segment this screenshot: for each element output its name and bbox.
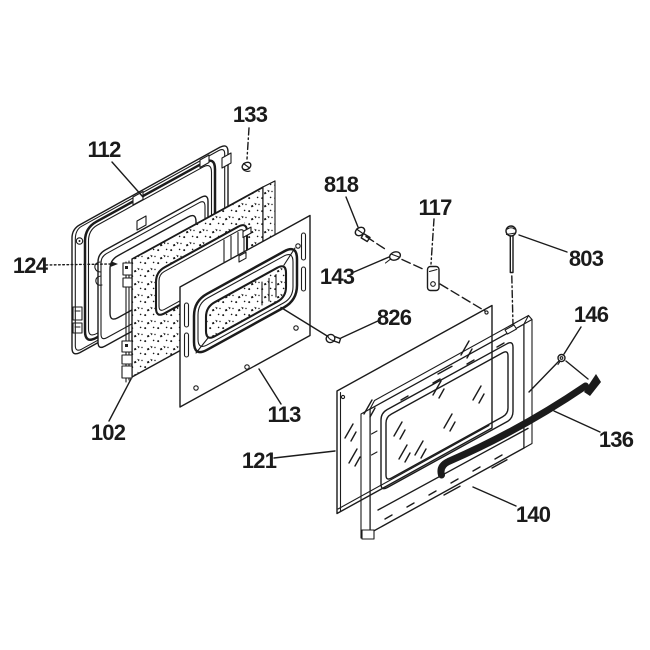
leader-136 bbox=[553, 410, 601, 433]
corner-screw-hole bbox=[75, 237, 84, 245]
glass-reflections bbox=[344, 340, 473, 467]
frame-window-bezel bbox=[380, 342, 514, 490]
frame-window-opening bbox=[385, 351, 509, 480]
part-label-102: 102 bbox=[91, 420, 126, 445]
glass-edge-thickness bbox=[337, 391, 490, 513]
handle-screw-boss bbox=[504, 324, 518, 335]
panel-113-bezel-inner bbox=[197, 254, 294, 347]
frame-bottom-rail-ticks bbox=[384, 454, 503, 520]
part-label-143: 143 bbox=[320, 264, 355, 289]
frame-left-side bbox=[360, 408, 371, 539]
part-label-117: 117 bbox=[418, 195, 452, 220]
part-label-818: 818 bbox=[324, 172, 359, 197]
frame-bumper-pads bbox=[443, 459, 508, 496]
leader-124-arrow bbox=[111, 261, 118, 267]
gasket-clip bbox=[95, 275, 103, 286]
nut-146 bbox=[557, 353, 566, 366]
panel-113-window-bezel bbox=[192, 247, 299, 354]
frame-left-rail-ticks bbox=[370, 430, 378, 456]
axis-117 bbox=[430, 218, 435, 265]
inner-liner-panel-113 bbox=[179, 214, 311, 408]
glass-retainer-117 bbox=[426, 265, 440, 292]
part-label-803: 803 bbox=[569, 246, 604, 271]
screw-818 bbox=[354, 226, 371, 243]
screw-803-axis bbox=[511, 275, 514, 326]
part-labels: 112 133 124 102 113 818 143 117 826 803 … bbox=[13, 102, 635, 527]
panel-113-holes bbox=[193, 226, 301, 391]
part-label-826: 826 bbox=[377, 305, 412, 330]
part-label-112: 112 bbox=[87, 137, 121, 162]
leader-113 bbox=[258, 368, 282, 405]
hardware bbox=[241, 161, 566, 366]
frame-top-pad bbox=[437, 365, 453, 375]
leader-143 bbox=[353, 256, 390, 273]
corner-screw-hole-dot bbox=[78, 240, 81, 242]
panel-113-opening-texture bbox=[261, 274, 277, 306]
part-label-124: 124 bbox=[13, 253, 49, 278]
screw-803 bbox=[505, 225, 517, 326]
panel-102-window-texture bbox=[223, 231, 239, 263]
leader-140 bbox=[472, 486, 517, 507]
frame-corner-edge bbox=[527, 314, 533, 321]
frame-corner-cap bbox=[361, 529, 375, 540]
part-label-146: 146 bbox=[574, 302, 609, 327]
screw-826 bbox=[325, 333, 342, 344]
leader-124 bbox=[45, 263, 112, 266]
clip-143 bbox=[384, 251, 402, 264]
glass-outline bbox=[336, 304, 493, 515]
leader-121 bbox=[273, 450, 336, 459]
part-label-121: 121 bbox=[242, 448, 277, 473]
leader-102 bbox=[108, 378, 132, 422]
handle-end-cap bbox=[584, 374, 601, 396]
leader-112 bbox=[111, 161, 144, 198]
frame-top-rail-ticks bbox=[400, 342, 505, 401]
panel-113-opening-speckle bbox=[206, 266, 286, 338]
glass-corner-hole bbox=[340, 394, 346, 400]
frame-right-side bbox=[523, 318, 533, 449]
glass-corner-hole bbox=[484, 310, 489, 315]
panel-113-bezel-diagonals bbox=[195, 247, 296, 354]
frame-bottom-step bbox=[377, 427, 529, 511]
leader-803 bbox=[518, 234, 568, 253]
gasket-clip bbox=[94, 261, 102, 273]
leader-lines bbox=[45, 127, 601, 507]
leader-826-to-bezel bbox=[280, 306, 329, 338]
axis-146 bbox=[528, 360, 589, 393]
inner-door-frame-140 bbox=[360, 314, 533, 540]
assembly-axis bbox=[365, 235, 486, 312]
frame-glass-reflections bbox=[414, 385, 485, 459]
panel-113-slots bbox=[183, 232, 307, 358]
inner-glass-121 bbox=[336, 304, 493, 515]
panel-102-hinge-details bbox=[121, 260, 133, 383]
part-label-136: 136 bbox=[599, 427, 634, 452]
part-label-140: 140 bbox=[516, 502, 551, 527]
screw-133 bbox=[241, 161, 252, 172]
part-label-113: 113 bbox=[267, 402, 301, 427]
leader-826 bbox=[340, 319, 381, 339]
axis-133 bbox=[246, 127, 250, 160]
leader-818 bbox=[345, 196, 359, 228]
part-label-133: 133 bbox=[233, 102, 268, 127]
handle-bar bbox=[437, 382, 589, 479]
leader-146 bbox=[563, 326, 582, 355]
panel-102-speckle bbox=[132, 187, 263, 377]
door-handle-136 bbox=[437, 374, 601, 479]
panel-113-window-opening bbox=[204, 265, 288, 339]
